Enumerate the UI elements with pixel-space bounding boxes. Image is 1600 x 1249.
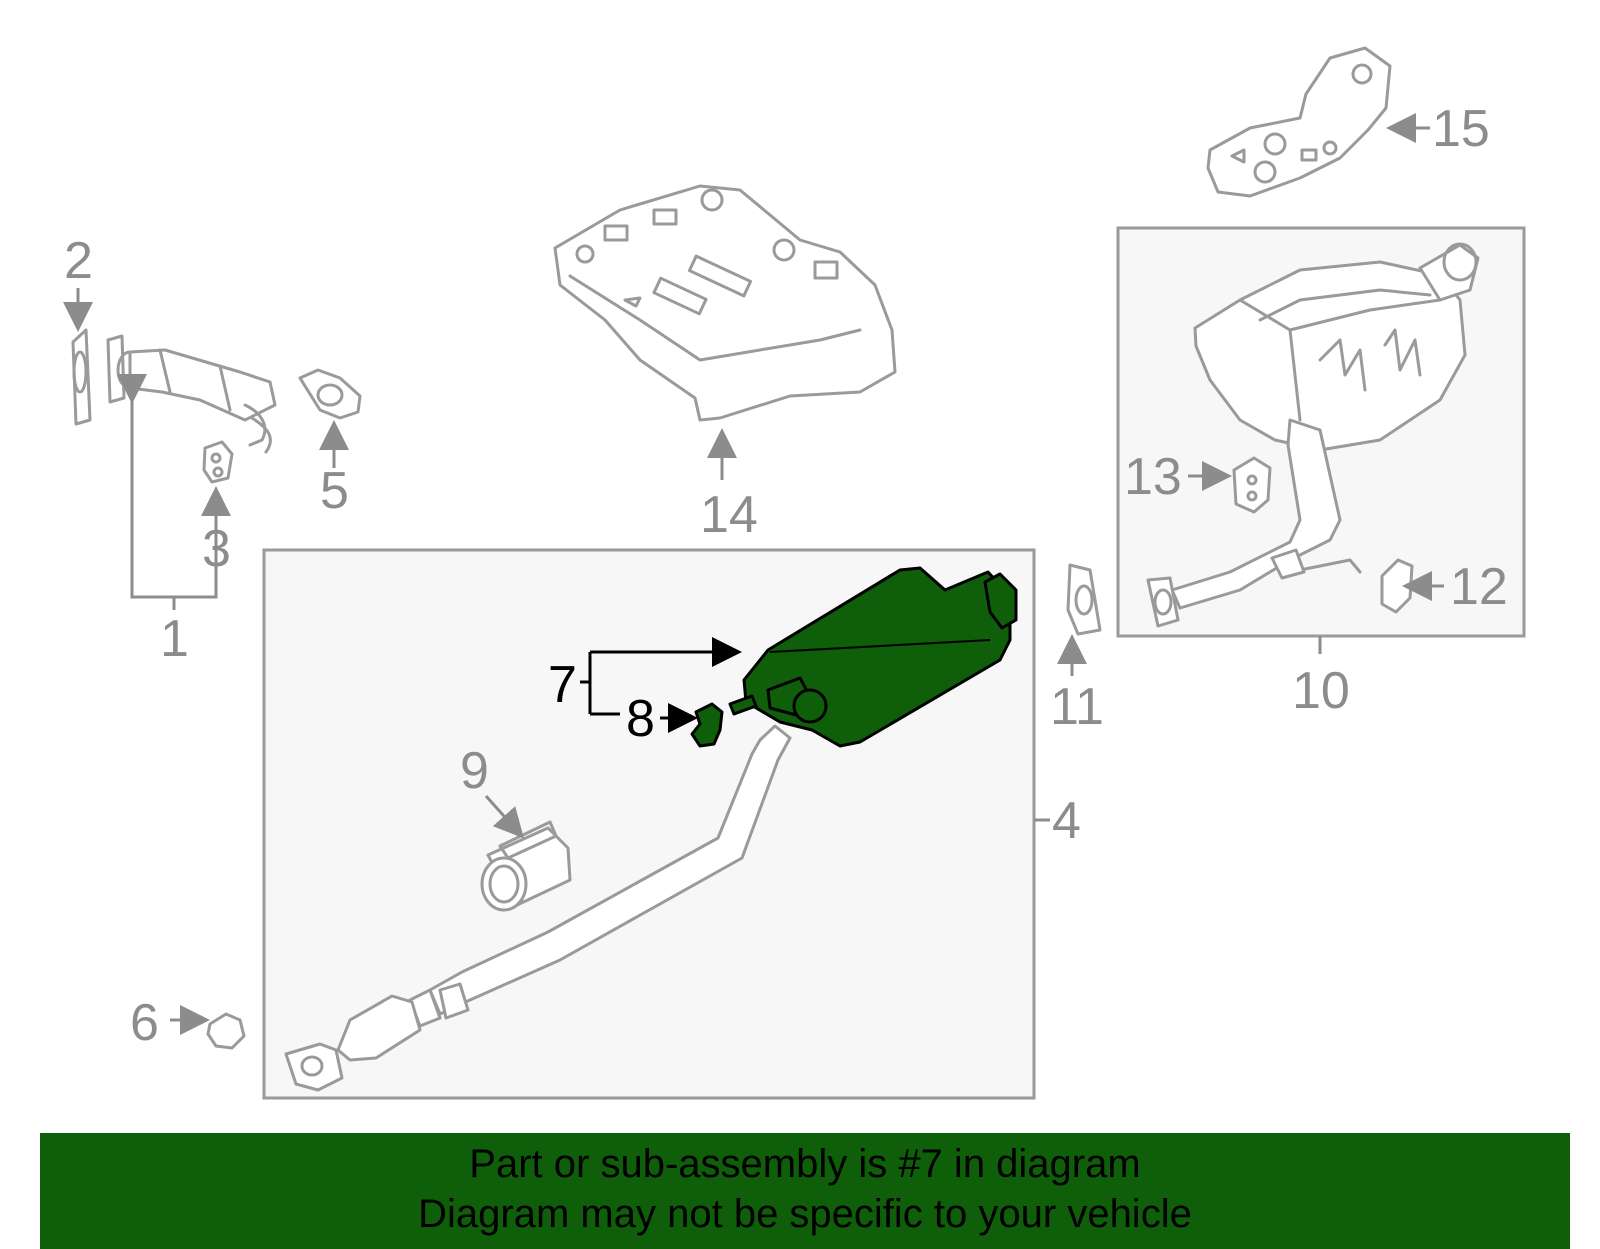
- banner-line-2: Diagram may not be specific to your vehi…: [418, 1192, 1192, 1236]
- part-3-hanger[interactable]: [202, 440, 234, 484]
- callout-9: 9: [460, 742, 489, 800]
- part-info-banner: Part or sub-assembly is #7 in diagram Di…: [40, 1133, 1570, 1249]
- part-13-hanger[interactable]: [1232, 456, 1272, 514]
- callout-8: 8: [626, 690, 655, 748]
- callout-12: 12: [1450, 558, 1508, 616]
- part-7-center-muffler[interactable]: [728, 566, 1018, 748]
- callout-14: 14: [700, 486, 758, 544]
- callout-10: 10: [1292, 662, 1350, 720]
- part-4-center-pipe[interactable]: [284, 724, 792, 1092]
- callout-11: 11: [1050, 678, 1104, 736]
- callout-4: 4: [1052, 792, 1081, 850]
- part-5-gasket[interactable]: [298, 368, 362, 420]
- callout-13: 13: [1124, 448, 1182, 506]
- leader-7: [580, 652, 736, 714]
- part-11-gasket[interactable]: [1066, 563, 1102, 636]
- callout-5: 5: [320, 462, 349, 520]
- callout-7: 7: [548, 656, 577, 714]
- callout-1: 1: [160, 610, 189, 668]
- part-2-gasket[interactable]: [71, 328, 92, 426]
- callout-15: 15: [1432, 100, 1490, 158]
- callout-3: 3: [202, 520, 231, 578]
- part-14-heat-shield[interactable]: [553, 184, 897, 422]
- part-6-nut[interactable]: [206, 1012, 246, 1050]
- part-9-clamp[interactable]: [480, 820, 572, 912]
- part-15-bracket[interactable]: [1206, 46, 1392, 198]
- leader-9: [484, 794, 525, 839]
- banner-line-1: Part or sub-assembly is #7 in diagram: [469, 1142, 1141, 1186]
- part-10-rear-muffler[interactable]: [1146, 242, 1480, 628]
- callout-2: 2: [64, 232, 93, 290]
- callout-6: 6: [130, 994, 159, 1052]
